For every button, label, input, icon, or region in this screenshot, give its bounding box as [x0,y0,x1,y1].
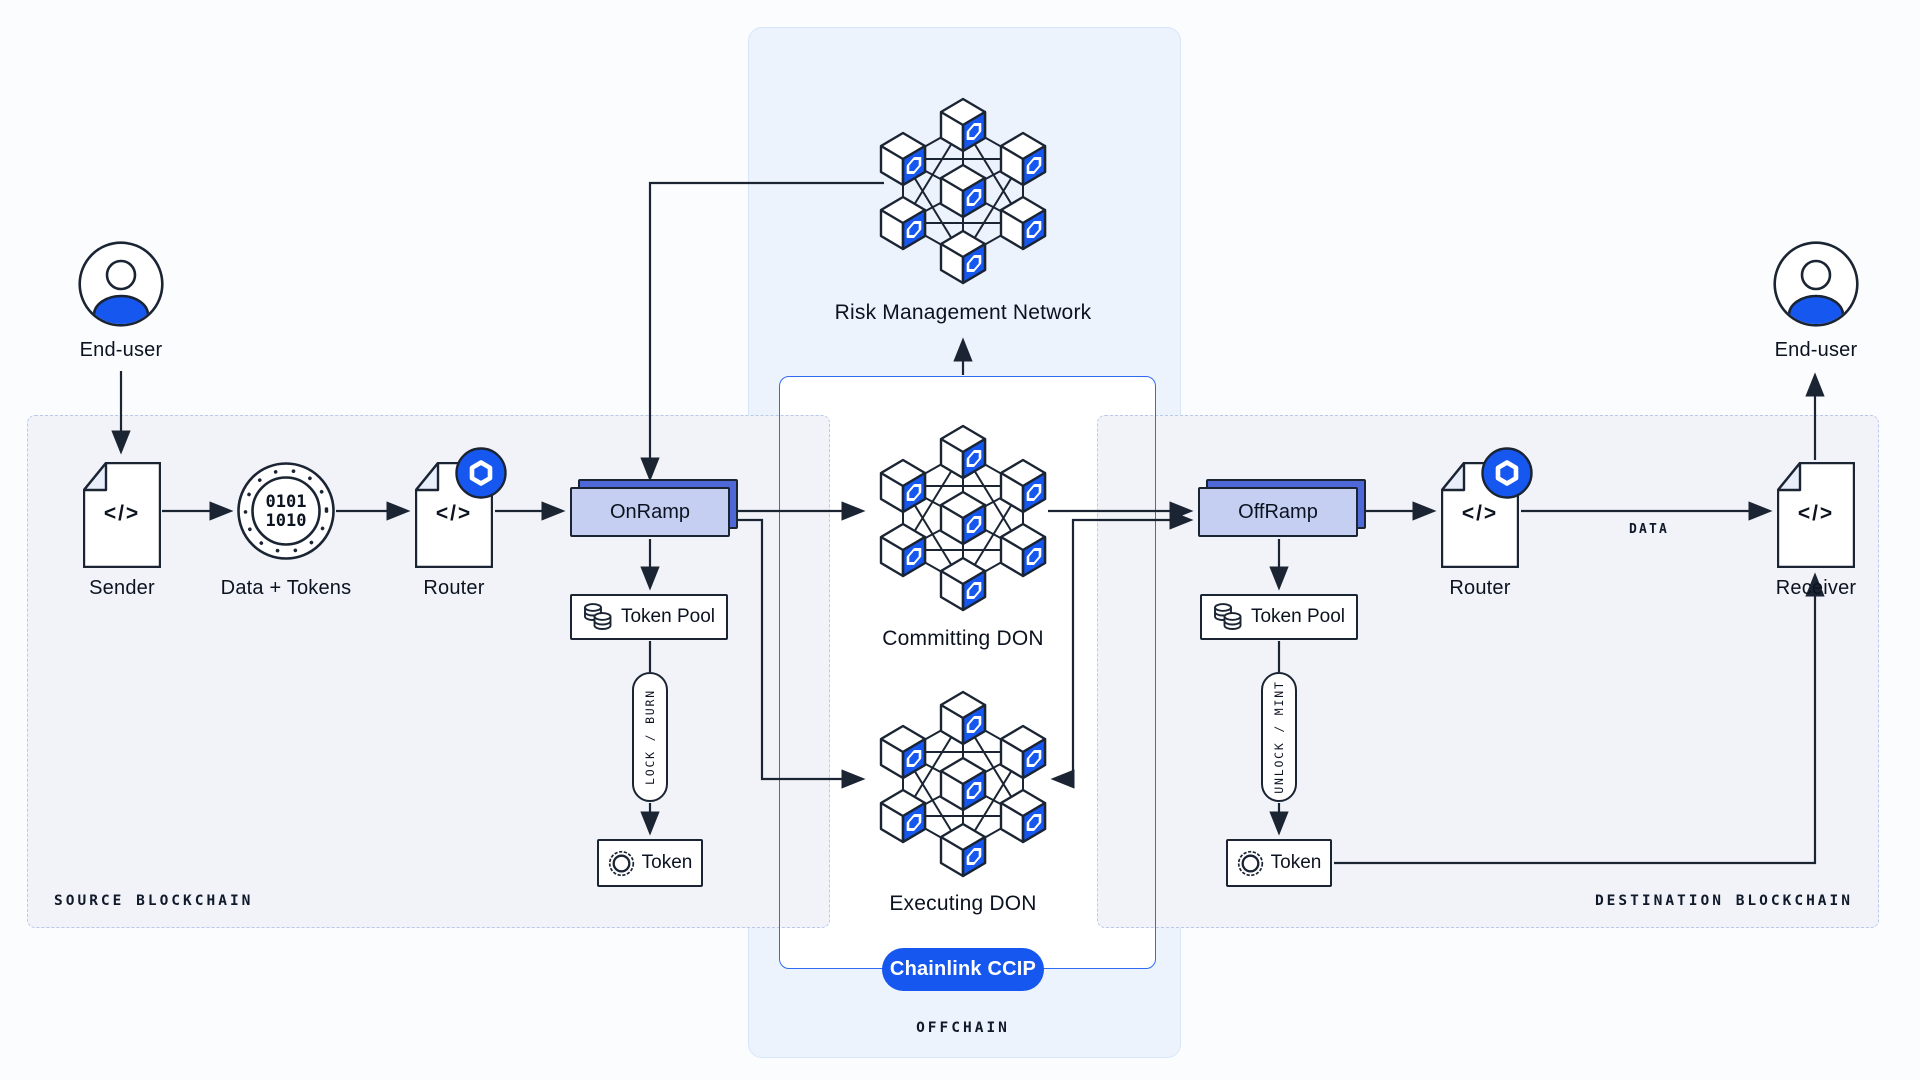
onramp-box: OnRamp [570,487,730,537]
risk-management-network-cluster-icon [881,99,1045,283]
token-pool-label: Token Pool [1250,606,1345,627]
code-glyph: </> [1797,502,1835,525]
chainlink-badge-icon [455,447,507,499]
executing-don-label: Executing DON [889,892,1037,915]
token-label: Token [641,852,693,873]
executing-don-cluster-icon [881,692,1045,876]
sender-document: </> [82,461,162,569]
end-user-label-destination: End-user [1774,339,1858,361]
document-icon [1776,461,1856,569]
receiver-document: </> [1776,461,1856,569]
token-pool-destination: Token Pool [1200,594,1358,640]
sender-label: Sender [89,577,155,599]
arrow-token-to-receiver [1334,572,1825,865]
coins-icon [1214,603,1242,630]
data-tokens-node: 0101 1010 [237,462,335,560]
end-user-avatar-icon [78,241,164,327]
code-glyph: </> [435,502,473,525]
token-source: Token [597,839,703,887]
binary-data-icon [237,462,335,560]
committing-don-cluster-icon [881,426,1045,610]
lock-burn-label: LOCK / BURN [643,689,657,785]
lock-burn-pill: LOCK / BURN [632,672,668,802]
chainlink-ccip-badge: Chainlink CCIP [882,948,1044,991]
token-destination: Token [1226,839,1332,887]
destination-blockchain-label: DESTINATION BLOCKCHAIN [1594,893,1853,909]
token-coin-icon [608,850,634,876]
binary-text: 0101 1010 [265,492,307,531]
offchain-panel-label: OFFCHAIN [916,1020,1010,1036]
end-user-avatar-icon [1773,241,1859,327]
coins-icon [584,603,612,630]
arrow-rmn-to-onramp [640,181,884,482]
arrow-executing-offramp [1050,510,1194,789]
arrow-onramp-to-executing [733,518,866,789]
risk-management-network-label: Risk Management Network [834,301,1092,324]
chainlink-badge-icon [1481,447,1533,499]
code-glyph: </> [1461,502,1499,525]
document-icon [82,461,162,569]
data-tokens-label: Data + Tokens [220,577,352,599]
token-coin-icon [1237,850,1263,876]
unlock-mint-pill: UNLOCK / MINT [1261,672,1297,802]
token-pool-source: Token Pool [570,594,728,640]
unlock-mint-label: UNLOCK / MINT [1272,680,1286,794]
source-blockchain-label: SOURCE BLOCKCHAIN [54,893,254,909]
receiver-label: Receiver [1775,577,1857,599]
router-label-destination: Router [1449,577,1511,599]
code-glyph: </> [103,502,141,525]
token-pool-label: Token Pool [620,606,715,627]
token-label: Token [1270,852,1322,873]
offramp-box: OffRamp [1198,487,1358,537]
end-user-label-source: End-user [79,339,163,361]
committing-don-label: Committing DON [882,627,1044,650]
data-arrow-label: DATA [1628,522,1670,537]
router-label-source: Router [423,577,485,599]
